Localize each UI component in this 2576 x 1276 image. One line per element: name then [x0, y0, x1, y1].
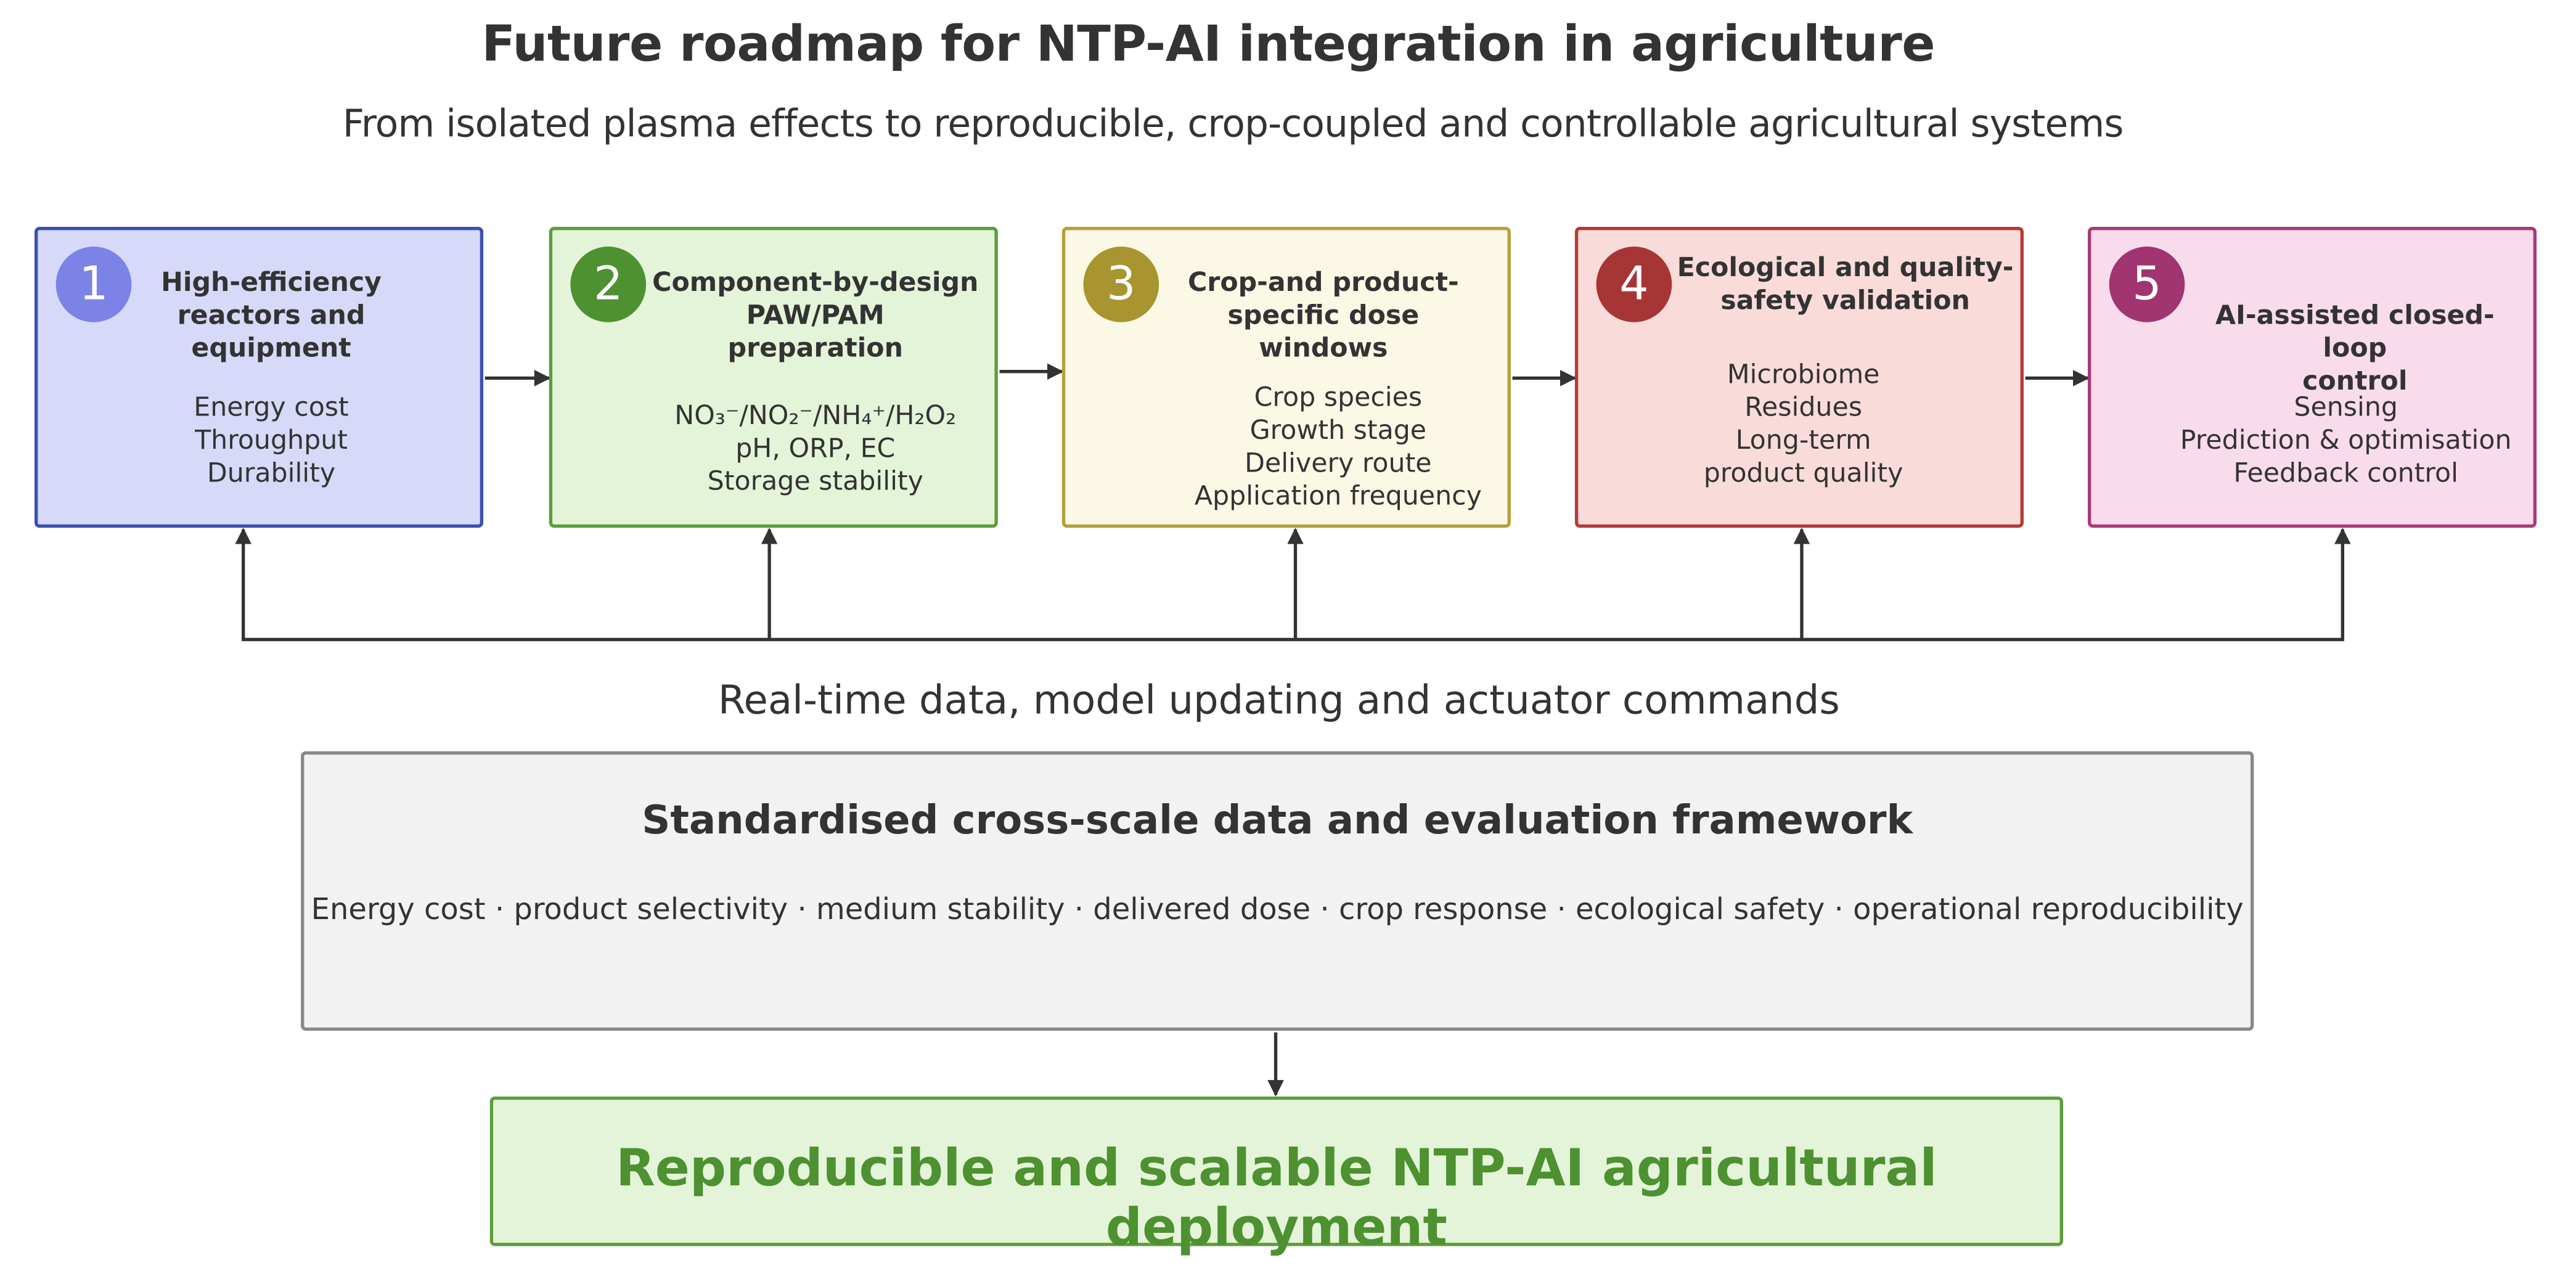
stage-3-number-badge: 3	[1083, 247, 1159, 322]
stage-5-box: 5 AI-assisted closed-loop control Sensin…	[2087, 227, 2537, 528]
stage-4-box: 4 Ecological and quality- safety validat…	[1574, 227, 2024, 528]
stage-4-number-badge: 4	[1596, 247, 1672, 322]
stage-2-number-badge: 2	[570, 247, 647, 322]
deployment-title: Reproducible and scalable NTP-AI agricul…	[616, 1139, 1937, 1258]
stage-1-title: High-efficiency reactors and equipment	[161, 266, 382, 364]
framework-metrics: Energy cost · product selectivity · medi…	[311, 893, 2244, 928]
stage-4-title: Ecological and quality- safety validatio…	[1677, 252, 2014, 316]
framework-title: Standardised cross-scale data and evalua…	[642, 797, 1913, 844]
stage-2-title: Component-by-design PAW/PAM preparation	[652, 266, 979, 364]
evaluation-framework-box: Standardised cross-scale data and evalua…	[301, 751, 2254, 1031]
stage-2-box: 2 Component-by-design PAW/PAM preparatio…	[549, 227, 998, 528]
stage-4-items: Microbiome Residues Long-term product qu…	[1703, 358, 1903, 489]
stage-1-number-badge: 1	[55, 247, 132, 322]
stage-3-title: Crop-and product- specific dose windows	[1187, 266, 1459, 364]
stage-5-title: AI-assisted closed-loop control	[2215, 299, 2495, 396]
deployment-outcome-box: Reproducible and scalable NTP-AI agricul…	[489, 1096, 2063, 1258]
stage-5-number-badge: 5	[2109, 247, 2185, 322]
feedback-loop-label: Real-time data, model updating and actua…	[718, 677, 1840, 724]
diagram-title: Future roadmap for NTP-AI integration in…	[481, 16, 1935, 75]
stage-1-box: 1 High-efficiency reactors and equipment…	[35, 227, 484, 528]
stage-3-items: Crop species Growth stage Delivery route…	[1194, 381, 1482, 512]
stage-3-box: 3 Crop-and product- specific dose window…	[1061, 227, 1511, 528]
stage-1-items: Energy cost Throughput Durability	[194, 391, 349, 489]
stage-5-items: Sensing Prediction & optimisation Feedba…	[2180, 391, 2512, 489]
stage-2-items: NO₃⁻/NO₂⁻/NH₄⁺/H₂O₂ pH, ORP, EC Storage …	[674, 399, 957, 497]
diagram-subtitle: From isolated plasma effects to reproduc…	[342, 104, 2124, 147]
